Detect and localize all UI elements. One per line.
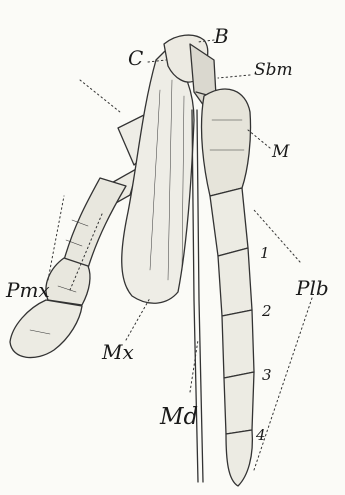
label-segment-4: 4 xyxy=(256,428,266,443)
label-segment-3: 3 xyxy=(262,368,272,383)
label-segment-1: 1 xyxy=(260,246,270,261)
label-md: Md xyxy=(160,406,198,429)
label-segment-2: 2 xyxy=(262,304,272,319)
label-m: M xyxy=(272,144,289,161)
label-b: B xyxy=(214,26,229,46)
mentum xyxy=(202,89,251,196)
label-c: C xyxy=(128,48,143,68)
label-sbm: Sbm xyxy=(254,62,293,79)
label-mx: Mx xyxy=(102,342,134,362)
label-plb: Plb xyxy=(296,278,329,298)
labial-palp xyxy=(210,188,254,486)
label-pmx: Pmx xyxy=(6,280,50,300)
